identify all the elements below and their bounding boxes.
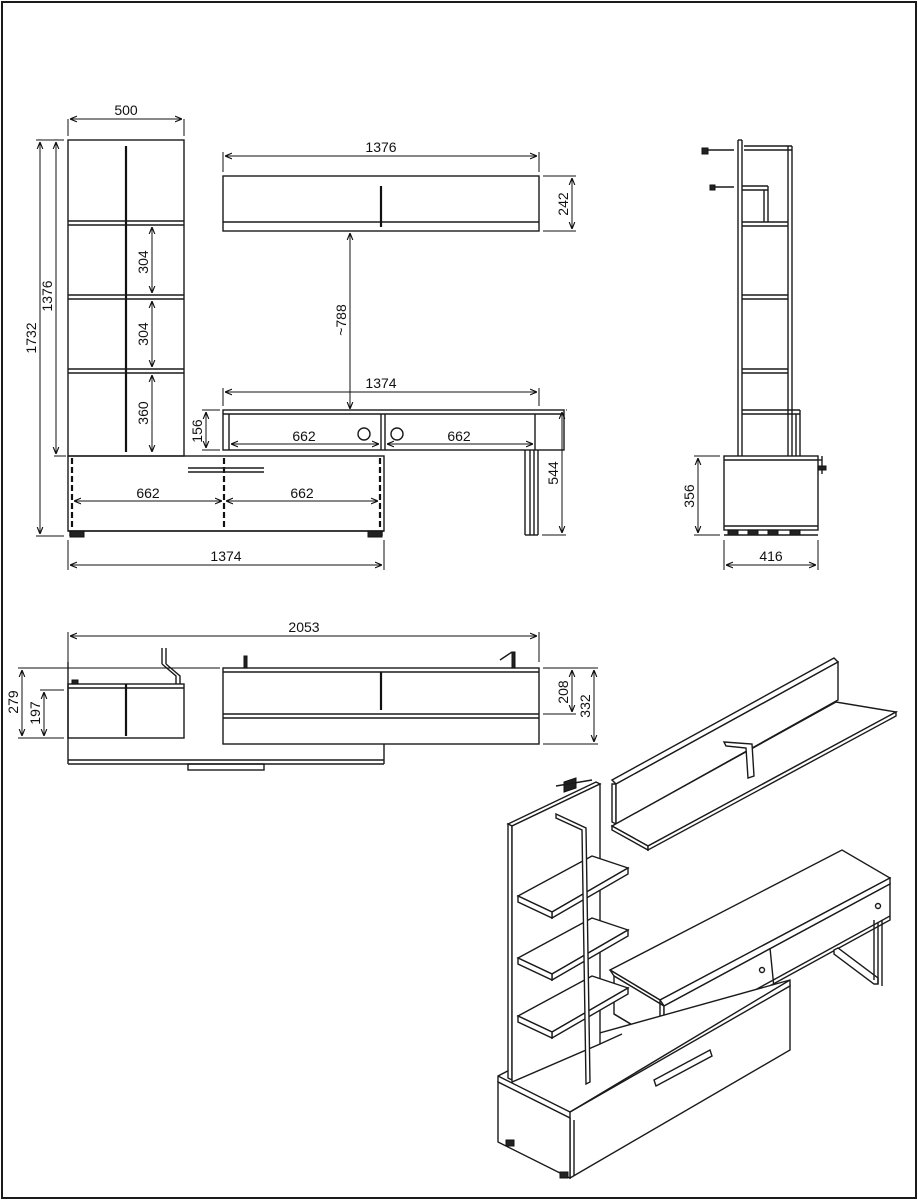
top-view: 2053 279 197 2 bbox=[5, 619, 598, 771]
dim-bookcase-height-total-text: 1732 bbox=[23, 322, 39, 353]
dim-shelf-gaps: 304 304 360 bbox=[135, 227, 152, 452]
dim-stand-depth-text: 332 bbox=[577, 694, 593, 718]
dim-shelf-gap-3-text: 360 bbox=[135, 401, 151, 425]
dim-tv-compartment-right-text: 662 bbox=[447, 428, 471, 444]
tv-stand-front: 1374 662 662 156 544 bbox=[189, 375, 567, 536]
front-view: 500 1732 1376 304 304 360 bbox=[23, 102, 576, 570]
dim-shelf-depth-text: 208 bbox=[555, 680, 571, 704]
isometric-view bbox=[497, 657, 899, 1180]
dim-side-cabinet-depth-text: 416 bbox=[759, 548, 783, 564]
dim-bookcase-height-upper: 1376 bbox=[39, 142, 66, 457]
side-view: 356 416 bbox=[681, 139, 827, 570]
dim-wall-shelf-height-text: 242 bbox=[555, 192, 571, 216]
dim-tv-stand-height-text: 544 bbox=[545, 461, 561, 485]
dim-bookcase-inner-depth-text: 197 bbox=[27, 701, 43, 725]
iso-wall-shelf bbox=[555, 657, 899, 852]
dim-low-cabinet-width-text: 1374 bbox=[210, 548, 241, 564]
dim-overall-width-text: 2053 bbox=[288, 619, 319, 635]
low-cabinet-front: 662 662 1374 bbox=[67, 455, 385, 570]
dim-cabinet-compartment-left-text: 662 bbox=[136, 485, 160, 501]
dim-shelf-gap-1-text: 304 bbox=[135, 250, 151, 274]
dim-bookcase-height-total: 1732 bbox=[23, 139, 64, 537]
dim-wall-shelf-clearance-text: ~788 bbox=[333, 304, 349, 336]
dim-wall-shelf-width-text: 1376 bbox=[365, 139, 396, 155]
iso-bookcase bbox=[506, 781, 630, 1086]
dim-cabinet-compartment-right-text: 662 bbox=[290, 485, 314, 501]
dim-bookcase-height-upper-text: 1376 bbox=[39, 280, 55, 311]
dim-bookcase-width-text: 500 bbox=[114, 102, 138, 118]
dim-tv-stand-width-text: 1374 bbox=[365, 375, 396, 391]
dim-side-cabinet-height-text: 356 bbox=[681, 484, 697, 508]
dim-bookcase-depth-text: 279 bbox=[5, 690, 21, 714]
dim-wall-shelf-clearance: ~788 bbox=[333, 233, 350, 409]
dim-tv-stand-top-height-text: 156 bbox=[189, 419, 205, 443]
bookcase-front bbox=[67, 139, 185, 457]
dim-shelf-gap-2-text: 304 bbox=[135, 322, 151, 346]
dim-tv-compartment-left-text: 662 bbox=[292, 428, 316, 444]
iso-low-cabinet bbox=[497, 979, 791, 1180]
wall-shelf-front: 1376 242 bbox=[222, 139, 576, 232]
dim-bookcase-width: 500 bbox=[67, 102, 185, 136]
